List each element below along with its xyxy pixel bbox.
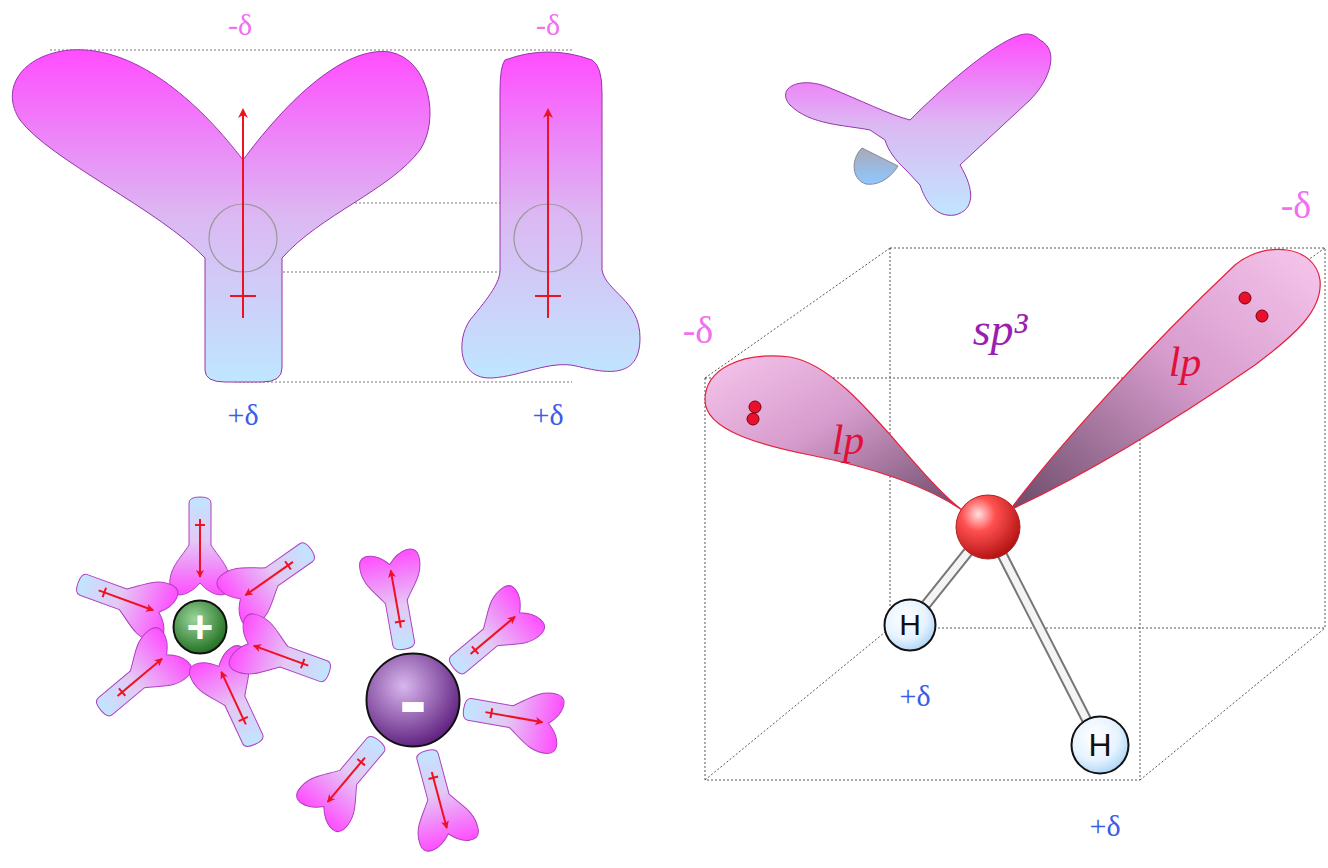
oxygen-atom bbox=[912, 495, 1098, 742]
tetrahedral-cube bbox=[705, 248, 1325, 780]
lone-pair-lobe: lp bbox=[700, 345, 990, 530]
partial-negative-label: -δ bbox=[1281, 186, 1312, 224]
hydration-shell bbox=[68, 497, 566, 853]
partial-positive-label: +δ bbox=[227, 400, 258, 430]
atom-symbol: H bbox=[899, 610, 921, 640]
atom-symbol: H bbox=[1088, 729, 1111, 761]
lone-pair-label: lp bbox=[1169, 341, 1202, 383]
partial-negative-label: -δ bbox=[228, 10, 252, 40]
hydrogen-atom: H bbox=[1070, 715, 1130, 775]
partial-positive-label: +δ bbox=[1089, 811, 1120, 841]
lone-pair-label: lp bbox=[832, 419, 865, 461]
partial-positive-label: +δ bbox=[899, 681, 930, 711]
anion: - bbox=[365, 652, 461, 748]
molecule-side-view bbox=[462, 52, 640, 378]
molecule-front-view bbox=[12, 50, 430, 382]
partial-positive-label: +δ bbox=[532, 400, 563, 430]
ion-charge: - bbox=[399, 658, 427, 742]
molecule-3d-view bbox=[786, 34, 1051, 215]
cation: + bbox=[172, 599, 228, 655]
partial-negative-label: -δ bbox=[683, 311, 714, 349]
partial-negative-label: -δ bbox=[536, 10, 560, 40]
hydrogen-atom: H bbox=[883, 598, 937, 652]
lone-pair-lobe-shape bbox=[995, 240, 1325, 530]
hybridization-label: sp³ bbox=[973, 307, 1028, 353]
ion-charge: + bbox=[187, 604, 214, 650]
lone-pair-lobe: lp bbox=[995, 240, 1325, 530]
